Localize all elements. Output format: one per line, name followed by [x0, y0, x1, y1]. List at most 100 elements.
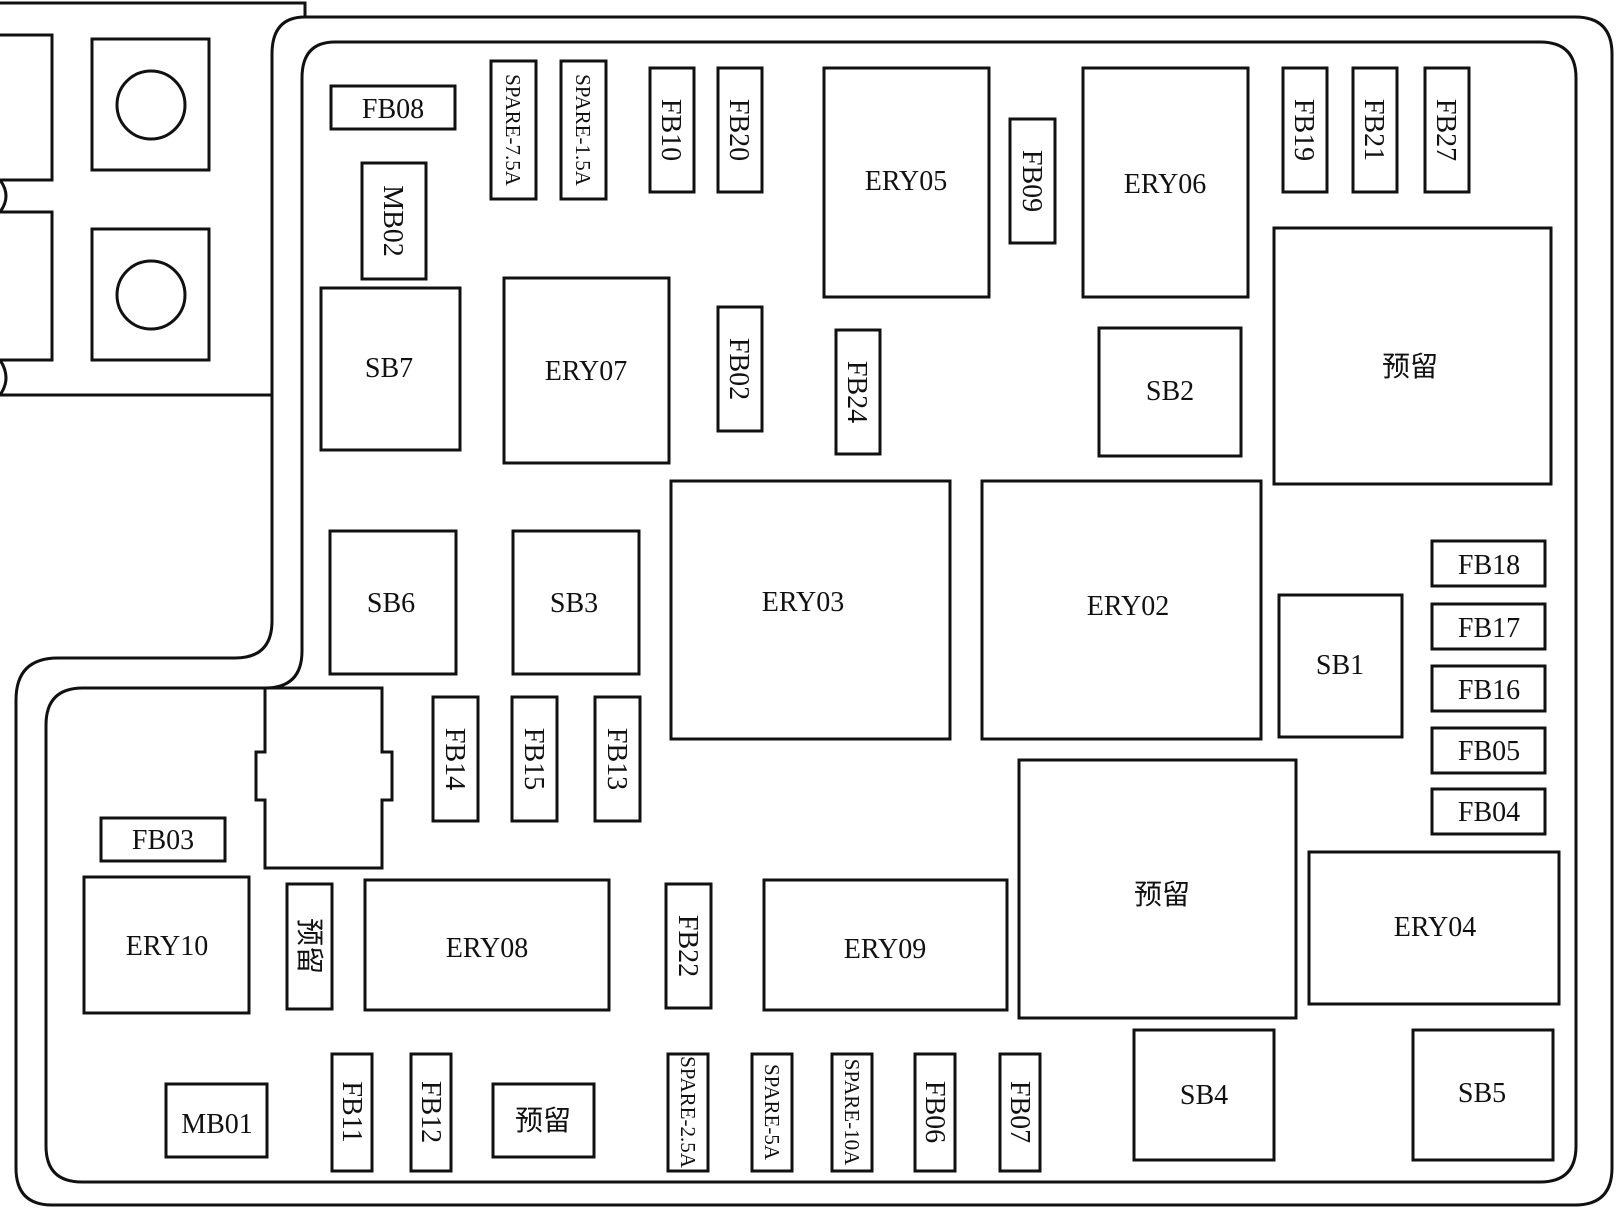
- component-ery04: ERY04: [1307, 850, 1561, 1006]
- component-ery07: ERY07: [502, 276, 671, 465]
- bracket-notch-top: [0, 179, 8, 213]
- component-fb02: FB02: [716, 305, 764, 433]
- component-ery02: ERY02: [980, 479, 1263, 741]
- label-ery04: ERY04: [1394, 912, 1476, 943]
- label-fb10: FB10: [655, 99, 686, 161]
- component-fb10: FB10: [648, 66, 696, 194]
- component-reserved-small: 预留: [285, 882, 334, 1011]
- component-reserved-center: 预留: [1017, 758, 1298, 1020]
- component-reserved-top-right: 预留: [1272, 226, 1553, 486]
- component-fb21: FB21: [1351, 66, 1399, 194]
- component-spare-1-5a: SPARE-1.5A: [559, 59, 608, 201]
- component-fb08: FB08: [329, 84, 457, 131]
- component-ery06: ERY06: [1081, 66, 1250, 299]
- component-sb6: SB6: [328, 529, 458, 676]
- mounting-terminal-top: [90, 37, 211, 172]
- label-fb04: FB04: [1458, 797, 1520, 828]
- component-mb01: MB01: [164, 1082, 269, 1159]
- label-sb7: SB7: [365, 353, 413, 384]
- component-fb09: FB09: [1008, 117, 1057, 245]
- component-sb5: SB5: [1411, 1028, 1555, 1162]
- label-mb02: MB02: [377, 185, 408, 257]
- label-reserved-bottom: 预留: [515, 1105, 571, 1137]
- component-fb12: FB12: [409, 1052, 453, 1173]
- label-fb05: FB05: [1458, 736, 1520, 767]
- label-ery09: ERY09: [844, 934, 926, 965]
- component-ery03: ERY03: [669, 479, 952, 741]
- connector-block: [254, 686, 394, 870]
- label-fb24: FB24: [841, 361, 872, 423]
- component-ery09: ERY09: [762, 878, 1009, 1012]
- label-ery02: ERY02: [1087, 591, 1169, 622]
- component-ery10: ERY10: [82, 875, 251, 1015]
- label-fb11: FB11: [336, 1081, 367, 1142]
- label-sb5: SB5: [1458, 1078, 1506, 1109]
- label-fb02: FB02: [723, 338, 754, 400]
- label-fb15: FB15: [518, 728, 549, 790]
- component-fb11: FB11: [330, 1052, 374, 1173]
- label-reserved-top-right: 预留: [1382, 351, 1438, 383]
- component-ery08: ERY08: [363, 878, 611, 1012]
- label-fb16: FB16: [1458, 675, 1520, 706]
- component-spare-10a: SPARE-10A: [830, 1052, 874, 1173]
- label-sb1: SB1: [1316, 650, 1364, 681]
- label-sb6: SB6: [367, 588, 415, 619]
- label-fb06: FB06: [919, 1081, 950, 1143]
- component-spare-2-5a: SPARE-2.5A: [666, 1052, 710, 1173]
- bolt-hole-bottom: [115, 259, 187, 331]
- component-spare-7-5a: SPARE-7.5A: [489, 59, 538, 201]
- label-sb4: SB4: [1180, 1080, 1228, 1111]
- component-fb19: FB19: [1281, 66, 1329, 194]
- component-fb18: FB18: [1430, 539, 1547, 588]
- label-sb2: SB2: [1146, 376, 1194, 407]
- component-fb13: FB13: [593, 695, 642, 823]
- component-sb7: SB7: [319, 286, 462, 452]
- component-fb03: FB03: [99, 816, 227, 863]
- component-fb14: FB14: [431, 695, 480, 823]
- component-spare-5a: SPARE-5A: [750, 1052, 794, 1173]
- label-fb17: FB17: [1458, 613, 1520, 644]
- label-fb07: FB07: [1004, 1081, 1035, 1143]
- label-fb22: FB22: [672, 915, 703, 977]
- bracket-notch-bottom: [0, 359, 8, 396]
- label-fb27: FB27: [1430, 99, 1461, 161]
- label-fb09: FB09: [1016, 150, 1047, 212]
- label-mb01: MB01: [181, 1109, 253, 1140]
- label-ery10: ERY10: [126, 931, 208, 962]
- component-sb4: SB4: [1132, 1028, 1276, 1162]
- label-fb20: FB20: [723, 99, 754, 161]
- label-spare-5a: SPARE-5A: [760, 1064, 784, 1161]
- label-reserved-center: 预留: [1134, 879, 1190, 911]
- mounting-bracket: [0, 33, 272, 397]
- mounting-terminal-bottom: [90, 227, 211, 362]
- label-spare-10a: SPARE-10A: [840, 1059, 864, 1166]
- label-fb14: FB14: [439, 728, 470, 790]
- label-fb03: FB03: [132, 825, 194, 856]
- label-reserved-small: 预留: [293, 918, 325, 974]
- component-fb06: FB06: [913, 1052, 957, 1173]
- component-ery05: ERY05: [822, 66, 991, 299]
- component-fb20: FB20: [716, 66, 764, 194]
- label-ery03: ERY03: [762, 587, 844, 618]
- component-fb15: FB15: [510, 695, 559, 823]
- bolt-hole-top: [115, 69, 187, 141]
- label-spare-7-5a: SPARE-7.5A: [501, 74, 525, 187]
- label-fb19: FB19: [1288, 99, 1319, 161]
- component-sb2: SB2: [1097, 326, 1243, 458]
- label-ery06: ERY06: [1124, 169, 1206, 200]
- label-spare-2-5a: SPARE-2.5A: [676, 1056, 700, 1169]
- label-ery05: ERY05: [865, 166, 947, 197]
- component-sb3: SB3: [511, 529, 641, 676]
- component-fb17: FB17: [1430, 602, 1547, 651]
- component-fb04: FB04: [1430, 787, 1547, 836]
- label-spare-1-5a: SPARE-1.5A: [571, 74, 595, 187]
- component-fb07: FB07: [998, 1052, 1042, 1173]
- label-sb3: SB3: [550, 588, 598, 619]
- label-fb13: FB13: [601, 728, 632, 790]
- housing-inner: [44, 40, 1578, 1184]
- label-fb18: FB18: [1458, 550, 1520, 581]
- component-fb22: FB22: [664, 882, 713, 1010]
- component-mb02: MB02: [360, 161, 428, 281]
